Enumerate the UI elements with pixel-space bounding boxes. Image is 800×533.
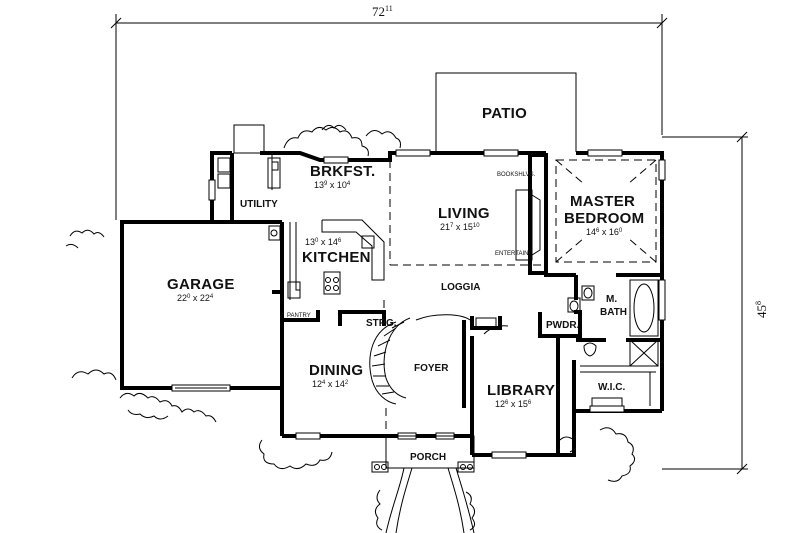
svg-text:W.I.C.: W.I.C. xyxy=(598,382,625,393)
svg-text:MASTER: MASTER xyxy=(570,193,635,210)
svg-text:126 x 156: 126 x 156 xyxy=(495,399,532,409)
windows xyxy=(208,149,666,459)
svg-text:BRKFST.: BRKFST. xyxy=(310,163,375,180)
storage: STRG. xyxy=(338,310,397,329)
patio: PATIO xyxy=(435,72,577,152)
living-room: BOOKSHLVS. ENTERTAIN. LIVING 217 x 1510 xyxy=(389,153,548,275)
library: LIBRARY 126 x 156 xyxy=(470,316,560,455)
curved-staircase xyxy=(369,314,471,405)
svg-text:BOOKSHLVS.: BOOKSHLVS. xyxy=(497,172,536,178)
master-bedroom: MASTER BEDROOM 146 x 160 xyxy=(544,153,662,277)
svg-text:GARAGE: GARAGE xyxy=(167,276,235,293)
walk-in-closet: W.I.C. xyxy=(572,360,656,411)
svg-text:130 x 146: 130 x 146 xyxy=(305,237,342,247)
svg-text:BATH: BATH xyxy=(600,307,627,318)
utility: UTILITY xyxy=(217,153,281,222)
dining-room: DINING 124 x 142 xyxy=(309,362,387,436)
svg-text:BEDROOM: BEDROOM xyxy=(564,210,644,227)
svg-text:KITCHEN: KITCHEN xyxy=(302,249,371,266)
pantry: PANTRY xyxy=(280,300,320,322)
svg-text:PWDR.: PWDR. xyxy=(546,320,580,331)
svg-text:STRG.: STRG. xyxy=(366,318,397,329)
svg-text:124 x 142: 124 x 142 xyxy=(312,379,349,389)
svg-text:LIBRARY: LIBRARY xyxy=(487,382,555,399)
svg-text:PATIO: PATIO xyxy=(482,105,527,122)
utility-vent xyxy=(233,124,265,154)
garage: GARAGE 220 x 224 xyxy=(120,220,284,392)
svg-text:DINING: DINING xyxy=(309,362,363,379)
kitchen: KITCHEN 130 x 146 xyxy=(268,219,385,300)
landscaping-shrubs xyxy=(65,124,636,531)
loggia: LOGGIA xyxy=(383,282,480,318)
svg-text:146 x 160: 146 x 160 xyxy=(586,227,623,237)
svg-text:PANTRY: PANTRY xyxy=(287,313,311,319)
svg-text:M.: M. xyxy=(606,294,617,305)
svg-text:139 x 104: 139 x 104 xyxy=(314,180,351,190)
master-bath: M. BATH xyxy=(574,275,662,367)
svg-text:PORCH: PORCH xyxy=(410,452,446,463)
overall-depth-dimension: 458 xyxy=(662,131,769,475)
porch: PORCH xyxy=(371,435,475,533)
overall-width-value: 7211 xyxy=(372,4,393,19)
breakfast-nook: BRKFST. 139 x 104 xyxy=(310,163,375,190)
overall-width-dimension: 7211 xyxy=(110,4,668,220)
svg-text:217 x 1510: 217 x 1510 xyxy=(440,222,480,232)
powder-room: PWDR. xyxy=(538,297,582,338)
svg-text:LIVING: LIVING xyxy=(438,205,490,222)
svg-text:ENTERTAIN.: ENTERTAIN. xyxy=(495,251,530,257)
foyer: FOYER xyxy=(414,320,466,408)
svg-text:FOYER: FOYER xyxy=(414,363,449,374)
overall-depth-value: 458 xyxy=(754,301,769,318)
svg-text:LOGGIA: LOGGIA xyxy=(441,282,480,293)
svg-text:220 x 224: 220 x 224 xyxy=(177,293,214,303)
svg-text:UTILITY: UTILITY xyxy=(240,199,278,210)
